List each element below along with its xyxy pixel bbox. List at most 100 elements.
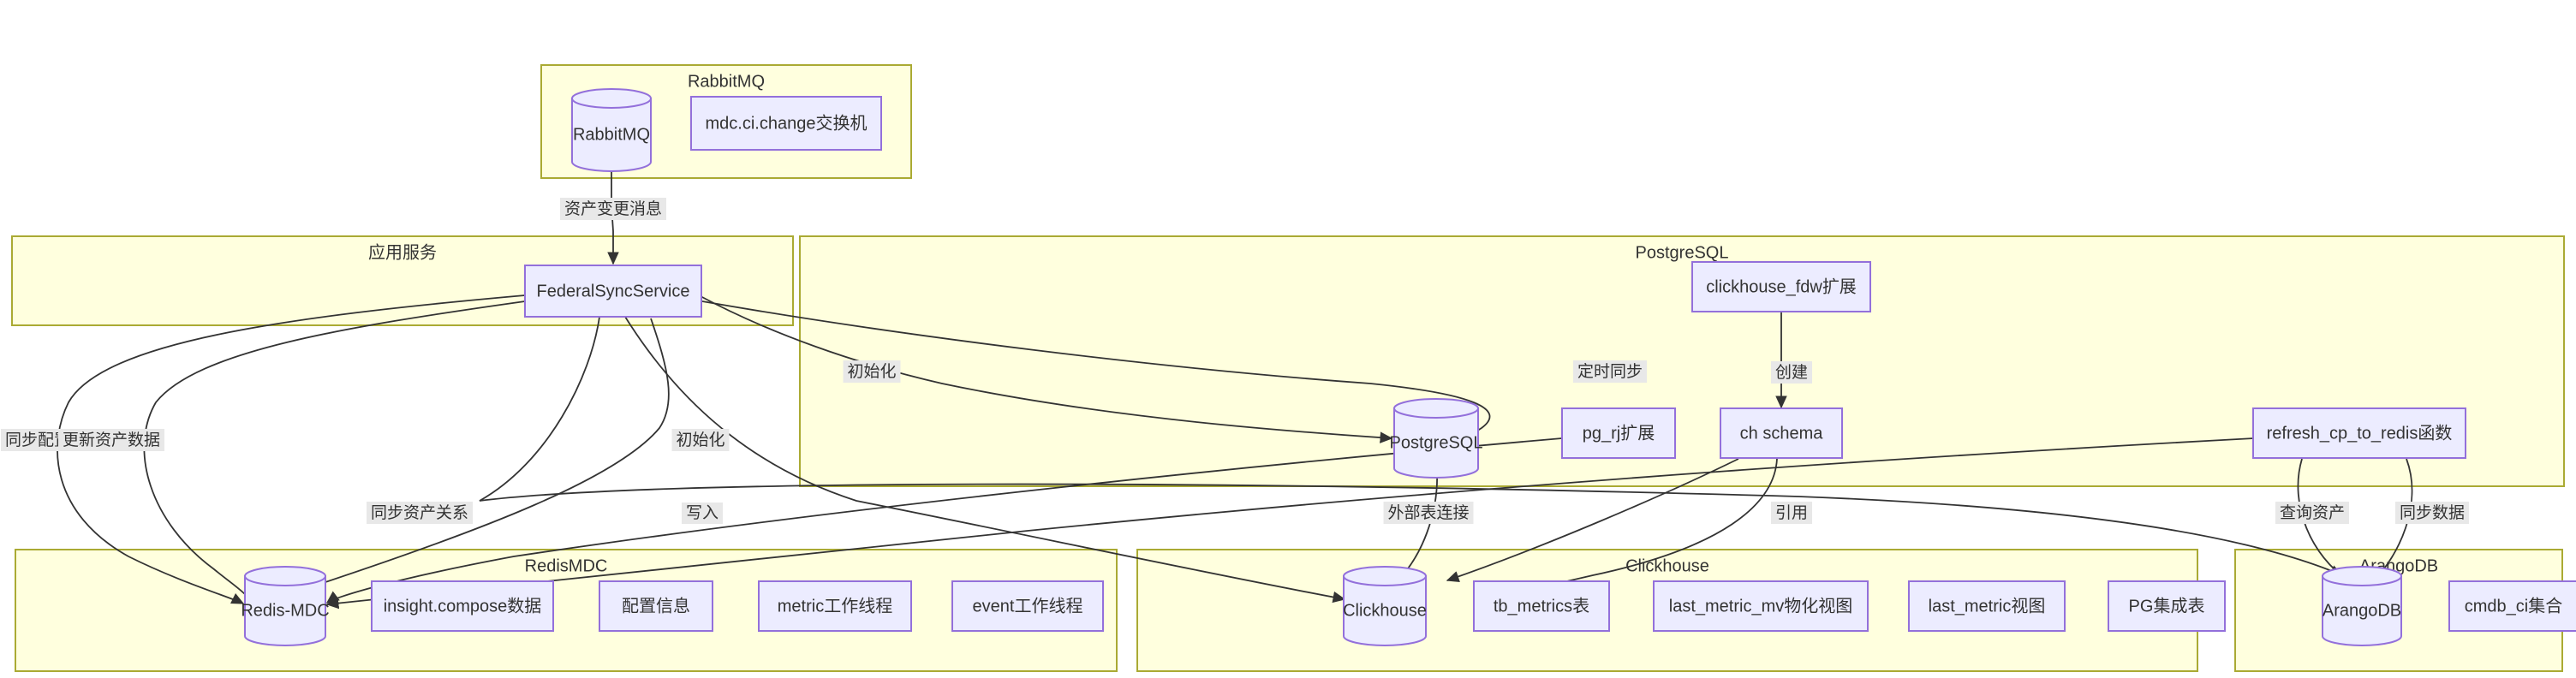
node-label: ArangoDB [2323,601,2401,620]
edge-label-e-asset-change: 资产变更消息 [559,198,667,221]
node-box [1561,407,1676,459]
node-label: Redis-MDC [241,601,329,620]
node-box [2108,580,2226,632]
node-clickhouse_db[interactable]: Clickhouse [1343,566,1427,646]
cylinder-top [571,88,652,109]
node-label: refresh_cp_to_redis函数 [2267,423,2453,443]
node-cmdb_ci[interactable]: cmdb_ci集合 [2448,580,2576,632]
edge-label-text: 初始化 [676,431,724,449]
node-label: pg_rj扩展 [1583,423,1655,443]
edge-label-e-ext-table: 外部表连接 [1383,502,1474,525]
edge-label-bg [671,429,730,452]
edge-e-sync-relation [479,316,2344,576]
cylinder-body [1393,407,1479,479]
node-box [1653,580,1869,632]
node-redis_db[interactable]: Redis-MDC [241,566,330,646]
node-event_worker[interactable]: event工作线程 [951,580,1104,632]
edge-label-bg [366,502,474,525]
node-label: event工作线程 [973,596,1083,616]
edge-label-text: 同步配置 [5,431,70,449]
node-federalsync[interactable]: FederalSyncService [524,265,702,318]
edge-e-init-pg [698,294,1393,443]
node-box [690,96,882,151]
cluster-redismdc: RedisMDC [15,549,1118,672]
node-label: tb_metrics表 [1494,596,1589,616]
edge-label-text: 同步数据 [2400,503,2465,522]
node-pg_rj[interactable]: pg_rj扩展 [1561,407,1676,459]
edge-label-e-init-redis: 初始化 [671,429,730,452]
edge-label-bg [559,198,667,221]
node-label: metric工作线程 [778,596,892,616]
edge-label-text: 查询资产 [2280,503,2345,522]
edge-label-text: 更新资产数据 [63,431,160,449]
node-exchange[interactable]: mdc.ci.change交换机 [690,96,882,151]
cluster-box [15,549,1118,672]
edge-label-e-init-pg: 初始化 [843,360,901,384]
edge-label-bg [1770,361,1813,384]
node-box [1908,580,2066,632]
node-label: last_metric视图 [1929,596,2046,616]
cylinder-top [244,566,326,586]
cluster-label: PostgreSQL [1636,243,1729,262]
node-insight[interactable]: insight.compose数据 [371,580,554,632]
edge-label-bg [2394,502,2470,525]
node-config_info[interactable]: 配置信息 [599,580,713,632]
cluster-label: RedisMDC [525,556,608,575]
edge-label-text: 引用 [1775,503,1808,522]
node-box [2448,580,2576,632]
node-label: mdc.ci.change交换机 [706,113,868,133]
edge-e-sync-config [57,294,526,604]
node-label: FederalSyncService [537,282,690,300]
node-tb_metrics[interactable]: tb_metrics表 [1473,580,1610,632]
edge-label-text: 写入 [686,504,719,522]
edge-label-e-sync-relation: 同步资产关系 [366,502,474,525]
node-layer: RabbitMQ mdc.ci.change交换机 FederalSyncServi… [241,88,2576,646]
cluster-layer: RabbitMQ 应用服务 PostgreSQL RedisMDC Clickhouse… [11,64,2565,672]
node-box [1473,580,1610,632]
edge-label-e-update-asset: 更新资产数据 [57,429,165,452]
node-label: PG集成表 [2129,596,2205,616]
edge-label-e-sync-data: 同步数据 [2394,502,2470,525]
node-postgres_db[interactable]: PostgreSQL [1390,398,1483,479]
edge-e-chschema-ch [1446,458,1739,582]
node-box [2252,407,2466,459]
edge-label-bg [2275,502,2350,525]
node-box [1720,407,1843,459]
node-box [599,580,713,632]
node-label: cmdb_ci集合 [2465,596,2562,616]
node-last_mv[interactable]: last_metric_mv物化视图 [1653,580,1869,632]
edge-label-e-sched-sync: 定时同步 [1572,360,1648,384]
cluster-label: 应用服务 [368,242,437,262]
cylinder-body [1343,575,1427,646]
edge-label-text: 定时同步 [1577,362,1643,381]
node-ch_fdw[interactable]: clickhouse_fdw扩展 [1691,261,1871,312]
cluster-label: RabbitMQ [688,72,765,91]
node-refresh_fn[interactable]: refresh_cp_to_redis函数 [2252,407,2466,459]
node-label: PostgreSQL [1390,433,1483,452]
node-box [371,580,554,632]
node-metric_worker[interactable]: metric工作线程 [758,580,912,632]
node-label: insight.compose数据 [384,596,542,616]
edge-label-e-reference: 引用 [1770,502,1813,525]
cylinder-top [1343,566,1427,586]
edge-label-bg [843,360,901,384]
node-box [758,580,912,632]
cylinder-body [2322,575,2402,646]
node-box [1691,261,1871,312]
node-rabbitmq_db[interactable]: RabbitMQ [571,88,652,172]
node-box [951,580,1104,632]
edge-label-text: 资产变更消息 [564,199,662,218]
node-arango_db[interactable]: ArangoDB [2322,566,2402,646]
edge-label-e-query-asset: 查询资产 [2275,502,2350,525]
node-pg_table[interactable]: PG集成表 [2108,580,2226,632]
node-ch_schema[interactable]: ch schema [1720,407,1843,459]
edge-label-bg [1572,360,1648,384]
edge-label-bg [1770,502,1813,525]
node-label: last_metric_mv物化视图 [1669,596,1852,616]
node-label: ch schema [1740,424,1824,443]
cluster-label: Clickhouse [1625,556,1709,575]
edge-label-text: 初始化 [847,362,896,381]
node-last_metric[interactable]: last_metric视图 [1908,580,2066,632]
